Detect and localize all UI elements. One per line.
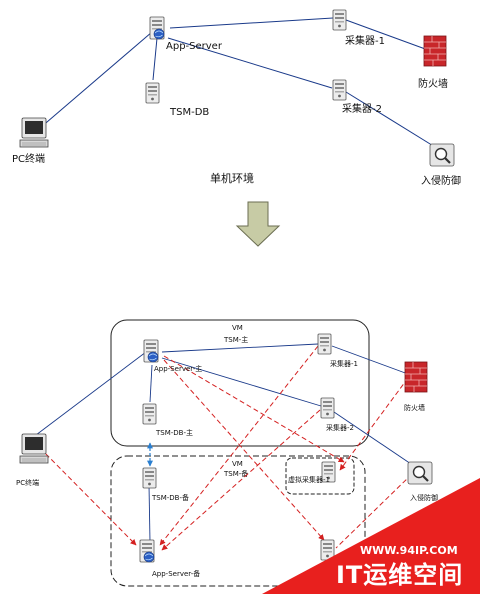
virtual-collector-label: 虚拟采集器-1 — [288, 475, 330, 484]
collector-2-label: 采集器-2 — [342, 102, 382, 115]
virtual-collector-box — [285, 457, 355, 495]
failover-links — [39, 345, 413, 551]
firewall-icon — [404, 361, 428, 393]
collector-1-server-icon — [317, 333, 332, 355]
ids-icon — [406, 460, 434, 486]
tsm-db-label: TSM-DB — [169, 107, 209, 118]
bottom-links — [35, 343, 415, 543]
down-arrow-icon — [235, 201, 281, 247]
top-links — [39, 17, 436, 148]
ids-label: 入侵防御 — [410, 493, 438, 502]
link-appserver-collector1 — [161, 343, 319, 353]
link-appserver-collector1 — [169, 17, 334, 29]
collector-1-label: 采集器-1 — [345, 34, 385, 47]
tsm-db-backup-label: TSM-DB-备 — [151, 493, 189, 502]
watermark-url: WWW.94IP.COM — [360, 544, 458, 557]
link-pc-appserver — [39, 31, 153, 129]
pc-terminal-icon — [19, 117, 49, 148]
link-appserver-tsmdb-main — [149, 364, 153, 403]
link-collector1-firewall — [331, 345, 409, 375]
watermark-banner — [262, 478, 480, 594]
tsm-db-server-icon — [145, 82, 160, 104]
link-appserver-collector2 — [161, 357, 322, 407]
collector-1-server-icon — [332, 9, 347, 31]
pc-terminal-label: PC终端 — [12, 152, 45, 165]
app-server-label: App-Server — [166, 41, 223, 52]
tsm-db-main-label: TSM-DB-主 — [155, 428, 193, 437]
link-pc-appserver-main — [35, 351, 147, 436]
firewall-label: 防火墙 — [404, 403, 425, 412]
pc-terminal-icon — [19, 433, 49, 464]
link-collector2-ids — [345, 91, 436, 148]
failover-pc-appserver-backup — [39, 447, 137, 546]
ids-icon — [428, 142, 456, 168]
link-collector1-firewall — [345, 19, 429, 51]
failover-collector1-appserver-backup — [159, 345, 319, 546]
vm-backup-box — [110, 455, 366, 587]
app-server-backup-icon — [139, 539, 155, 563]
failover-ids-collector-backup — [335, 473, 413, 549]
app-server-backup-label: App-Server-备 — [152, 569, 200, 578]
app-server-icon — [149, 16, 165, 40]
collector-2-label: 采集器-2 — [326, 423, 354, 432]
failover-appserver-virtual-collector — [163, 355, 345, 463]
ids-label: 入侵防御 — [421, 174, 461, 187]
firewall-label: 防火墙 — [418, 77, 448, 90]
failover-firewall-virtual-collector — [339, 377, 409, 471]
failover-appserver-collector-backup — [163, 359, 325, 541]
link-appserver-tsmdb — [152, 37, 158, 81]
collector-1-label: 采集器-1 — [330, 359, 358, 368]
bottom-diagram: VM TSM-主 VM TSM-备 Ap — [16, 319, 438, 587]
vm-main-sub: TSM-主 — [223, 335, 248, 344]
app-server-main-label: App-Server-主 — [154, 364, 202, 373]
tsm-db-backup-icon — [142, 467, 157, 489]
firewall-icon — [423, 35, 447, 67]
link-appserver-collector2 — [167, 37, 333, 89]
vm-backup-title: VM — [232, 460, 243, 468]
link-collector2-ids — [333, 411, 415, 467]
top-diagram: App-Server TSM-DB 采集器-1 采集器-2 防火墙 PC终端 入… — [12, 9, 461, 187]
watermark: WWW.94IP.COM IT运维空间 — [262, 478, 480, 594]
pc-terminal-label: PC终端 — [16, 478, 39, 487]
app-server-main-icon — [143, 339, 159, 363]
tsm-db-main-icon — [142, 403, 157, 425]
vm-backup-sub: TSM-备 — [223, 469, 248, 478]
failover-collector2-appserver-backup — [161, 409, 321, 551]
link-tsmdb-backup-appserver-backup — [148, 484, 151, 543]
collector-2-server-icon — [320, 397, 335, 419]
vm-main-title: VM — [232, 324, 243, 332]
top-caption: 单机环境 — [210, 171, 254, 185]
watermark-name: IT运维空间 — [336, 561, 463, 589]
collector-2-server-icon — [332, 79, 347, 101]
